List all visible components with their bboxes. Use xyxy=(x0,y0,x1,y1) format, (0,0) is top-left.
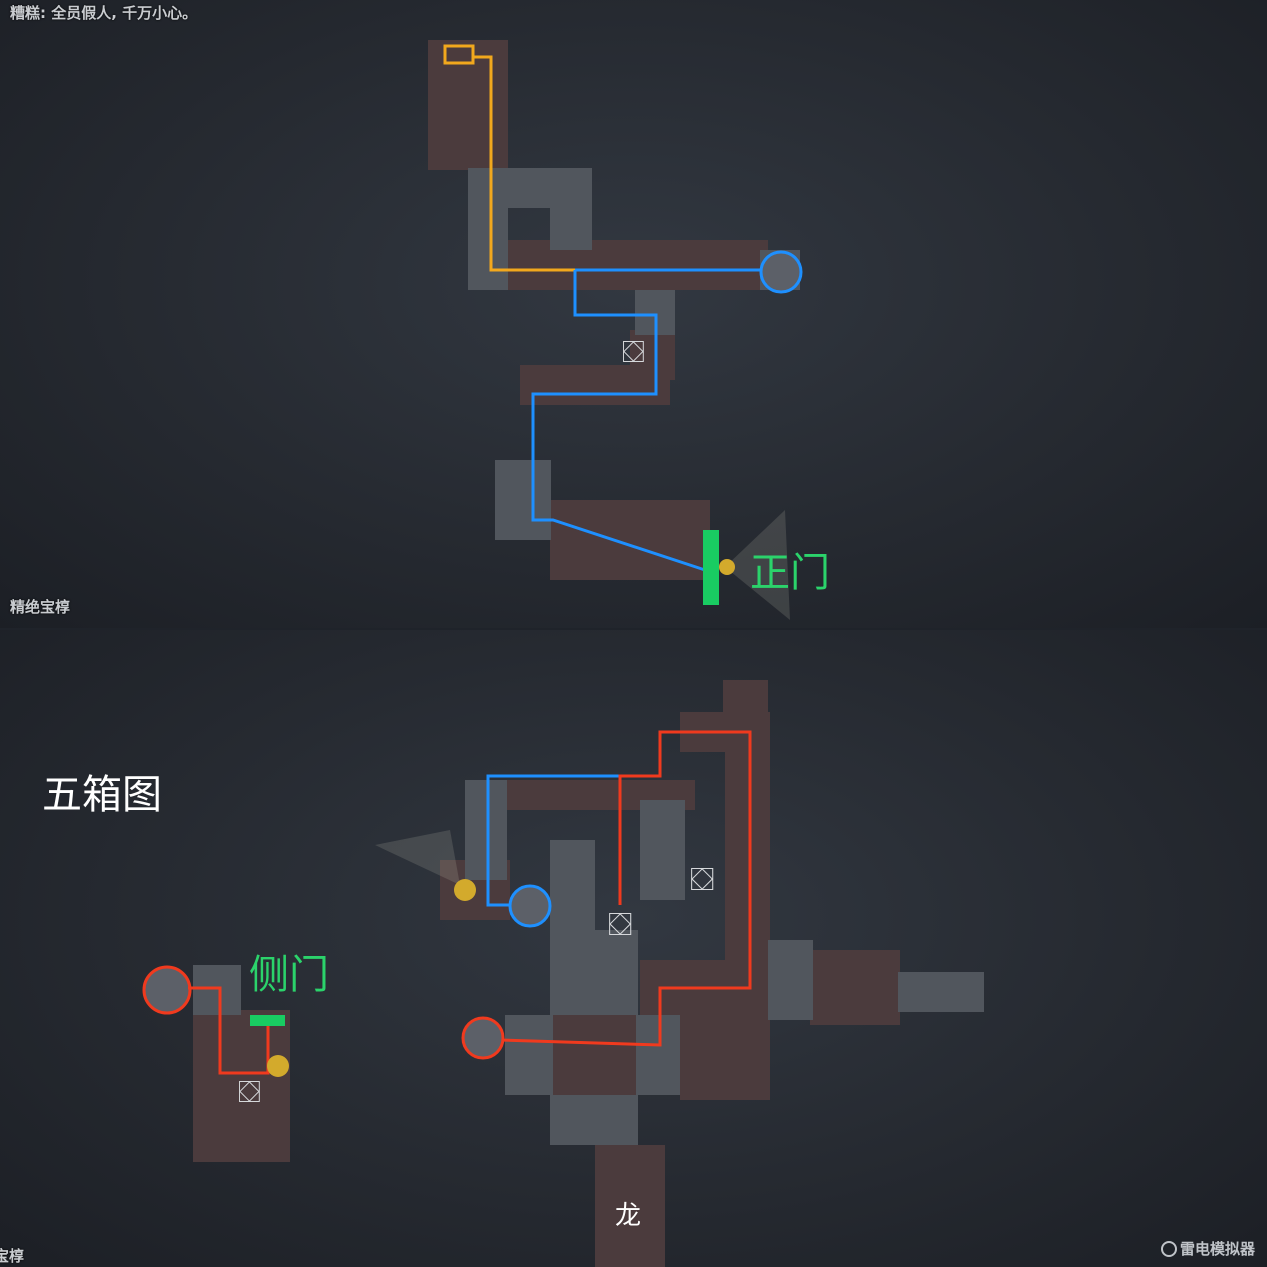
room xyxy=(468,200,508,290)
room xyxy=(640,960,770,1020)
watermark: 雷电模拟器 xyxy=(1160,1238,1255,1259)
map-title: 五箱图 xyxy=(42,772,162,818)
stairs-marker xyxy=(142,965,192,1015)
route-blue xyxy=(531,270,706,572)
key-icon xyxy=(267,1055,289,1077)
hint-text: 糟糕: 全员假人, 千万小心。 xyxy=(10,4,198,22)
route-red xyxy=(499,730,752,1047)
lamp-light xyxy=(725,510,790,620)
room xyxy=(725,750,770,960)
stairs-marker xyxy=(759,250,803,294)
route-blue xyxy=(486,774,620,907)
route-orange xyxy=(473,55,575,272)
route-red xyxy=(188,986,270,1075)
room xyxy=(723,680,768,720)
side-entrance-label: 侧门 xyxy=(249,952,329,998)
room xyxy=(508,240,768,290)
room xyxy=(810,950,900,1025)
side-door-marker xyxy=(250,1015,285,1026)
bottom-map-panel: ⛋ ⛋ ⛋ 五箱图 侧门 龙 宝椁 雷电模拟器 xyxy=(0,630,1267,1267)
room xyxy=(428,40,508,170)
room xyxy=(595,1145,665,1267)
stairs-marker xyxy=(508,884,552,928)
map-name: 宝椁 xyxy=(0,1247,25,1265)
room xyxy=(550,200,592,250)
room xyxy=(898,972,984,1012)
map-name: 精绝宝椁 xyxy=(10,598,71,616)
main-door-marker xyxy=(703,530,719,605)
room xyxy=(680,1015,770,1100)
room xyxy=(640,800,685,900)
room xyxy=(636,1015,680,1095)
room xyxy=(193,965,241,1015)
chest-icon: ⛋ xyxy=(238,1075,261,1110)
room xyxy=(550,500,710,580)
key-icon xyxy=(454,879,476,901)
lamp-light xyxy=(375,830,460,885)
top-map-layout: ⛋ xyxy=(428,40,803,620)
watermark-text: 雷电模拟器 xyxy=(1179,1240,1255,1258)
room xyxy=(550,840,595,930)
key-icon xyxy=(719,559,735,575)
room xyxy=(550,1015,640,1095)
room xyxy=(630,330,675,380)
dragon-label: 龙 xyxy=(615,1201,642,1231)
stairs-marker xyxy=(461,1016,505,1060)
bottom-map-layout: ⛋ ⛋ ⛋ xyxy=(142,680,984,1267)
emulator-logo-icon xyxy=(1160,1240,1177,1257)
room xyxy=(495,460,551,540)
room xyxy=(550,930,638,1015)
room xyxy=(768,940,813,1020)
chest-marker xyxy=(443,44,475,65)
room xyxy=(550,1095,638,1145)
room xyxy=(505,1015,553,1095)
chest-icon: ⛋ xyxy=(608,905,632,943)
top-map-panel: ⛋ 糟糕: 全员假人, 千万小心。 精绝宝椁 正门 xyxy=(0,0,1267,628)
main-entrance-label: 正门 xyxy=(750,550,830,596)
chest-icon: ⛋ xyxy=(690,860,714,898)
chest-icon: ⛋ xyxy=(622,335,645,370)
room xyxy=(193,1010,290,1162)
room xyxy=(465,780,507,880)
